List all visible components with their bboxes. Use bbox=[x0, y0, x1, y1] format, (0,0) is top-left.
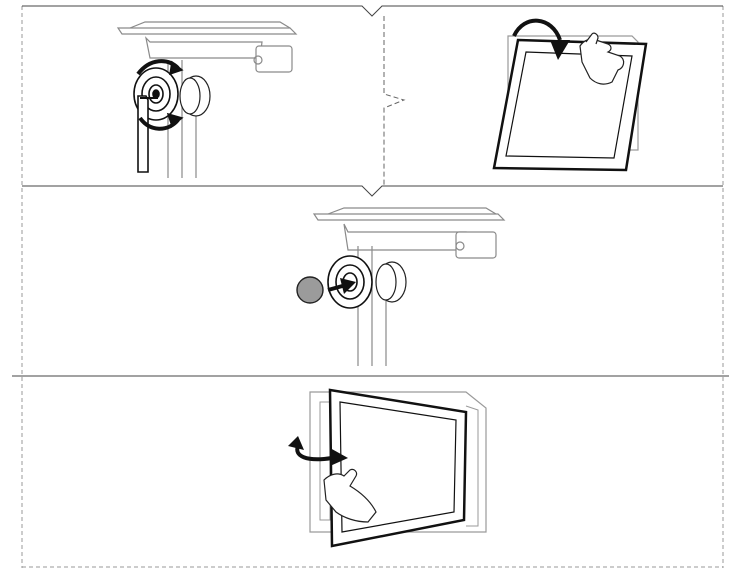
panel-frame bbox=[12, 5, 729, 568]
hand-icon-rotate bbox=[323, 468, 377, 523]
push-arrow-icon bbox=[327, 278, 356, 294]
panel-2-illustration bbox=[492, 35, 648, 172]
rotate-arrow-icon bbox=[136, 59, 184, 131]
cap-disc-icon bbox=[296, 276, 324, 304]
hand-icon bbox=[579, 32, 625, 85]
swing-arrow-icon bbox=[288, 436, 348, 466]
panel-1-illustration bbox=[116, 21, 298, 178]
panel-4-illustration bbox=[309, 388, 487, 548]
curved-arrow-icon bbox=[512, 18, 570, 60]
panel-3-illustration bbox=[312, 207, 506, 366]
hex-key-icon bbox=[137, 95, 158, 173]
